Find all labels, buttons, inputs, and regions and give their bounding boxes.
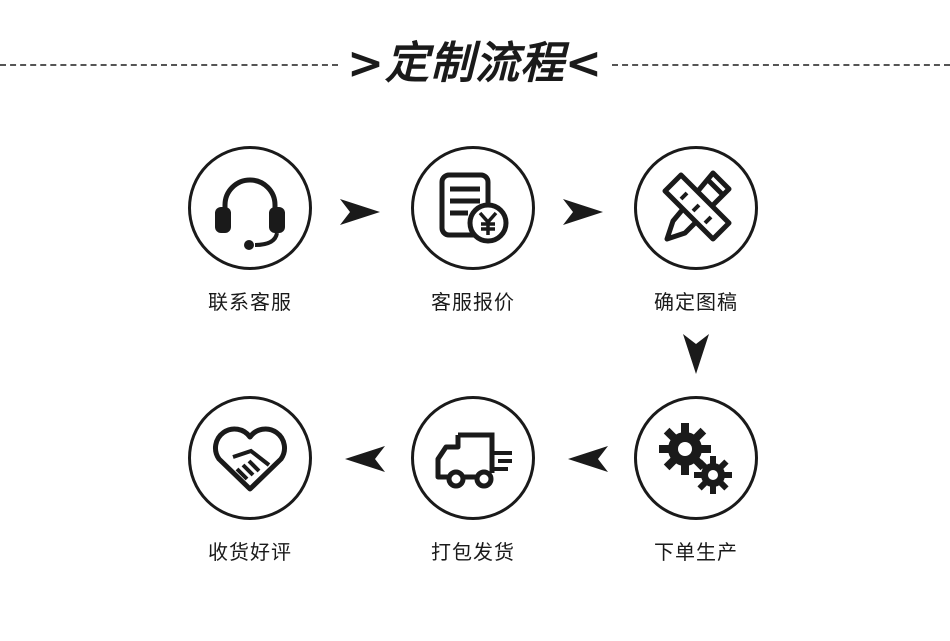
- step-circle: [411, 396, 535, 520]
- step-production: 下单生产: [616, 396, 776, 565]
- title-divider-right: [612, 64, 950, 66]
- step-circle: [188, 396, 312, 520]
- step-circle: [634, 146, 758, 270]
- step-confirm-design: 确定图稿: [616, 146, 776, 315]
- step-review: 收货好评: [170, 396, 330, 565]
- step-label: 收货好评: [208, 540, 292, 564]
- arrow-down-icon: [683, 334, 709, 374]
- step-label: 确定图稿: [654, 290, 738, 314]
- arrow-left-icon: [345, 446, 385, 472]
- step-label: 下单生产: [654, 540, 738, 564]
- heart-handshake-icon: [213, 426, 287, 492]
- delivery-truck-icon: [435, 432, 512, 489]
- step-circle: [634, 396, 758, 520]
- step-label: 打包发货: [431, 540, 515, 564]
- gears-icon: [659, 423, 732, 494]
- step-label: 联系客服: [208, 290, 292, 314]
- step-circle: [411, 146, 535, 270]
- arrow-right-icon: [340, 199, 380, 225]
- step-label: 客服报价: [431, 290, 515, 314]
- title-row: >定制流程<: [0, 34, 950, 94]
- price-quote-icon: [439, 172, 509, 244]
- arrow-left-icon: [568, 446, 608, 472]
- arrow-right-icon: [563, 199, 603, 225]
- step-circle: [188, 146, 312, 270]
- title-divider-left: [0, 64, 338, 66]
- headset-icon: [215, 177, 285, 250]
- step-contact-service: 联系客服: [170, 146, 330, 315]
- step-quote: 客服报价: [393, 146, 553, 315]
- design-tools-icon: [662, 170, 732, 242]
- step-shipping: 打包发货: [393, 396, 553, 565]
- page-title: >定制流程<: [347, 38, 603, 89]
